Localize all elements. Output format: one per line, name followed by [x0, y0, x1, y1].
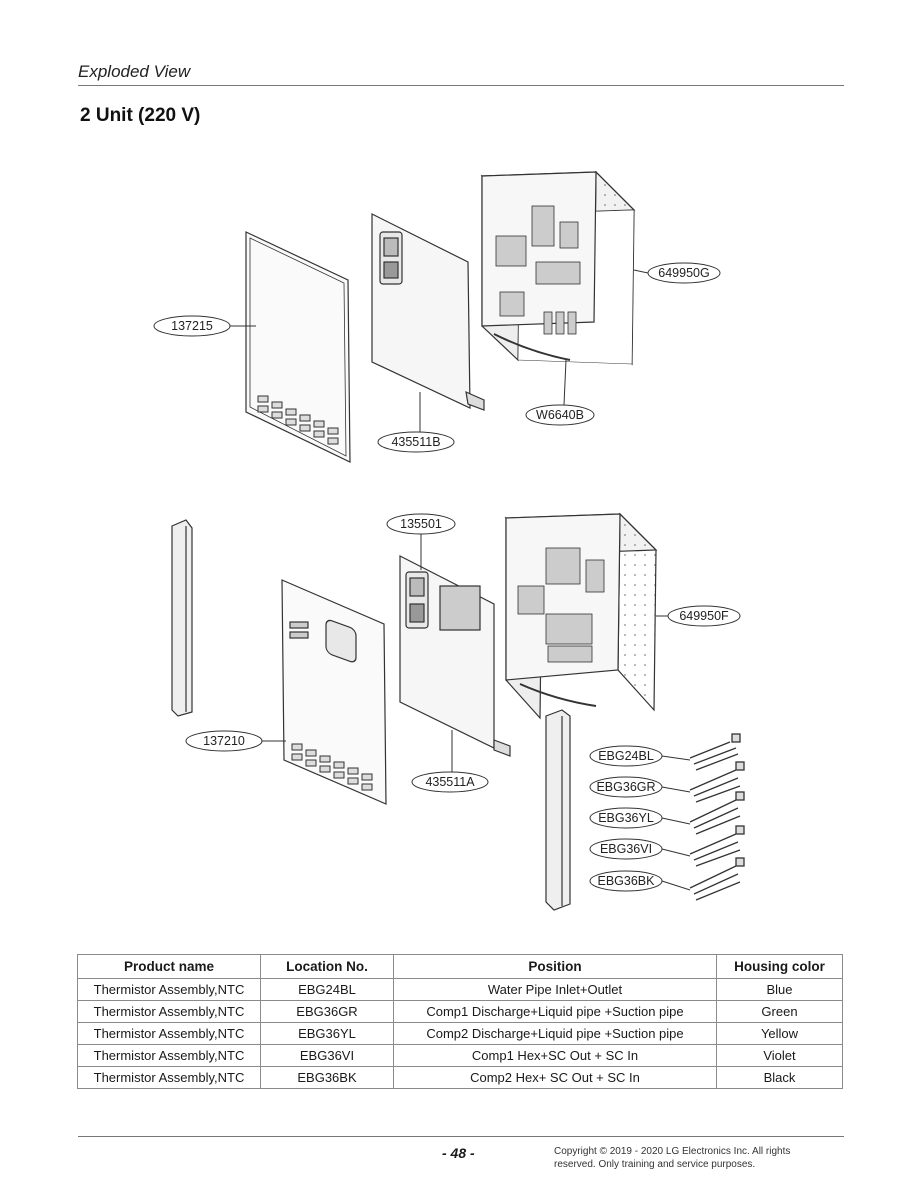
cell-location-no: EBG24BL	[260, 978, 394, 1001]
cell-position: Comp1 Hex+SC Out + SC In	[393, 1044, 717, 1067]
callout-bubble-W6640B	[525, 404, 595, 426]
bottom-divider	[78, 1136, 844, 1137]
callout-135501: 135501	[400, 517, 442, 531]
exploded-view-diagram: 137215 649950G 435511B W6640B 135501 649…	[153, 170, 745, 911]
header-housing-color: Housing color	[716, 954, 843, 979]
cell-housing-color: Violet	[716, 1044, 843, 1067]
page-title: 2 Unit (220 V)	[80, 105, 201, 126]
cell-location-no: EBG36YL	[260, 1022, 394, 1045]
inner-panel-435511A	[399, 555, 511, 757]
callout-EBG36BK: EBG36BK	[598, 874, 656, 888]
cell-housing-color: Blue	[716, 978, 843, 1001]
table-row: Thermistor Assembly,NTC EBG36VI Comp1 He…	[77, 1044, 843, 1067]
cell-position: Comp2 Hex+ SC Out + SC In	[393, 1066, 717, 1089]
table-row: Thermistor Assembly,NTC EBG36GR Comp1 Di…	[77, 1000, 843, 1023]
top-divider	[78, 85, 844, 86]
cell-product-name: Thermistor Assembly,NTC	[77, 1022, 261, 1045]
cell-product-name: Thermistor Assembly,NTC	[77, 1044, 261, 1067]
copyright-line-2: reserved. Only training and service purp…	[554, 1159, 756, 1170]
table-row: Thermistor Assembly,NTC EBG36YL Comp2 Di…	[77, 1022, 843, 1045]
side-rail-right	[545, 709, 571, 911]
callout-W6640B: W6640B	[536, 408, 584, 422]
callout-649950G: 649950G	[658, 266, 709, 280]
callout-EBG36VI: EBG36VI	[600, 842, 652, 856]
header-location-no: Location No.	[260, 954, 394, 979]
cabinet-649950F	[504, 512, 658, 720]
cell-location-no: EBG36GR	[260, 1000, 394, 1023]
cell-product-name: Thermistor Assembly,NTC	[77, 978, 261, 1001]
callout-bubble-435511B	[377, 431, 455, 453]
section-label: Exploded View	[78, 62, 191, 81]
thermistor-parts-table: Product name Location No. Position Housi…	[77, 954, 843, 1089]
callout-137210: 137210	[203, 734, 245, 748]
cell-position: Water Pipe Inlet+Outlet	[393, 978, 717, 1001]
inner-panel-435511B	[371, 213, 485, 411]
cell-location-no: EBG36VI	[260, 1044, 394, 1067]
callout-EBG36YL: EBG36YL	[598, 811, 654, 825]
cell-position: Comp2 Discharge+Liquid pipe +Suction pip…	[393, 1022, 717, 1045]
copyright-notice: Copyright © 2019 - 2020 LG Electronics I…	[554, 1145, 844, 1171]
front-door-panel-137210	[281, 579, 387, 805]
cell-position: Comp1 Discharge+Liquid pipe +Suction pip…	[393, 1000, 717, 1023]
header-product-name: Product name	[77, 954, 261, 979]
callout-137215: 137215	[171, 319, 213, 333]
callout-649950F: 649950F	[679, 609, 729, 623]
table-row: Thermistor Assembly,NTC EBG36BK Comp2 He…	[77, 1066, 843, 1089]
copyright-line-1: Copyright © 2019 - 2020 LG Electronics I…	[554, 1146, 791, 1157]
front-cover-panel-137215	[245, 231, 351, 463]
cell-product-name: Thermistor Assembly,NTC	[77, 1000, 261, 1023]
callout-EBG36GR: EBG36GR	[596, 780, 655, 794]
table-header-row: Product name Location No. Position Housi…	[77, 954, 843, 979]
callout-bubble-435511A	[411, 771, 489, 793]
cell-housing-color: Black	[716, 1066, 843, 1089]
page-number: - 48 -	[442, 1145, 475, 1161]
header-position: Position	[393, 954, 717, 979]
cell-location-no: EBG36BK	[260, 1066, 394, 1089]
callout-435511A: 435511A	[425, 775, 475, 789]
cabinet-649950G	[480, 170, 636, 366]
thermistor-cables	[689, 733, 745, 901]
cell-housing-color: Yellow	[716, 1022, 843, 1045]
callout-EBG24BL: EBG24BL	[598, 749, 654, 763]
cell-housing-color: Green	[716, 1000, 843, 1023]
table-row: Thermistor Assembly,NTC EBG24BL Water Pi…	[77, 978, 843, 1001]
cell-product-name: Thermistor Assembly,NTC	[77, 1066, 261, 1089]
side-rail-left	[171, 519, 193, 717]
callout-435511B: 435511B	[391, 435, 440, 449]
